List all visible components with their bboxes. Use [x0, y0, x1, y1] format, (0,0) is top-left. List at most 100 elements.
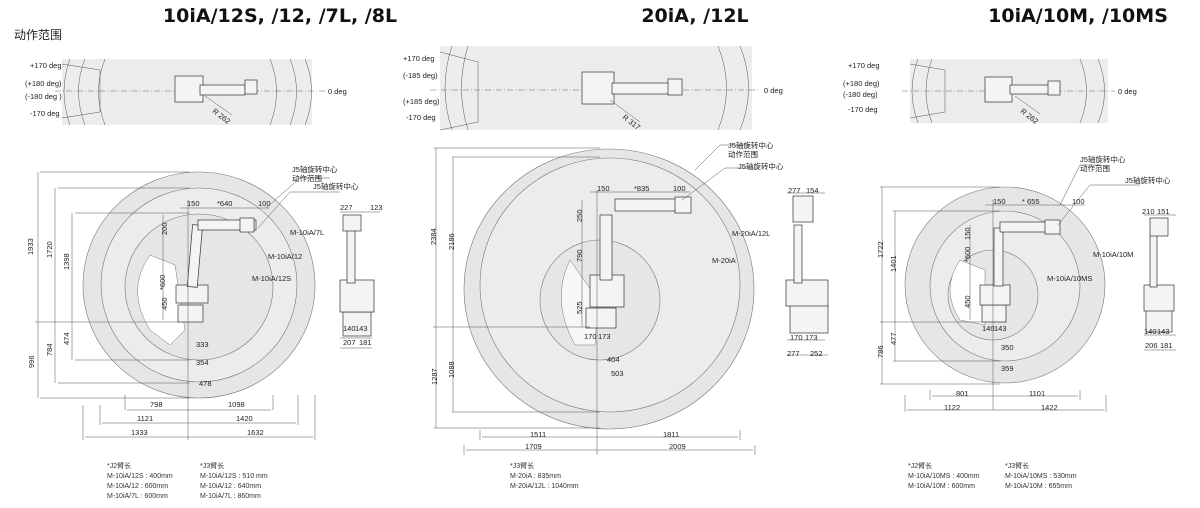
model-label: M-20iA: [712, 256, 736, 265]
angle-label: (-180 deg): [843, 90, 878, 99]
dimension-label: 798: [150, 400, 163, 409]
dimension-label: 1398: [62, 253, 71, 270]
dimension-label: 354: [196, 358, 209, 367]
callout-label: 动作范围: [1080, 163, 1110, 173]
dimension-label: 1709: [525, 442, 542, 451]
model-label: M-10iA/10MS: [1047, 274, 1092, 283]
robot-top-view-icon: [174, 75, 258, 103]
dimension-label: 252: [810, 349, 823, 358]
dimension-label: 140: [982, 324, 995, 333]
dimension-label: 2384: [429, 228, 438, 245]
model-label: M-10iA/12: [268, 252, 302, 261]
dimension-label: 150: [993, 197, 1006, 206]
side-view-1: [35, 171, 380, 440]
dimension-label: 1632: [247, 428, 264, 437]
dimension-label: 181: [359, 338, 372, 347]
dimension-label: 404: [607, 355, 620, 364]
side-view-3: [880, 164, 1176, 412]
note-row: M-10iA/12 : 640mm: [200, 483, 261, 490]
dimension-label: 277: [788, 186, 801, 195]
note-heading: *J2臂长: [908, 461, 932, 470]
dimension-label: 210: [1142, 207, 1155, 216]
zero-deg-label: 0 deg: [328, 87, 347, 96]
note-row: M-10iA/10MS : 530mm: [1005, 473, 1077, 480]
dimension-label: 181: [1160, 341, 1173, 350]
dimension-label: 1420: [236, 414, 253, 423]
dimension-label: 350: [1001, 343, 1014, 352]
dimension-label: 786: [876, 345, 885, 358]
angle-label: (+180 deg): [25, 79, 62, 88]
side-view-2: [433, 144, 829, 455]
dimension-label: 154: [806, 186, 819, 195]
callout-label: 动作范围: [292, 173, 322, 183]
model-label: M-10iA/12S: [252, 274, 291, 283]
robot-top-view-icon: [984, 76, 1061, 103]
dimension-label: 1722: [876, 241, 885, 258]
dimension-label: 207: [343, 338, 356, 347]
top-view-2: [430, 45, 760, 131]
angle-label: -170 deg: [30, 109, 60, 118]
dimension-label: 1422: [1041, 403, 1058, 412]
note-row: M-10iA/10M : 655mm: [1005, 483, 1072, 490]
dimension-label: 100: [258, 199, 271, 208]
note-row: M-10iA/7L : 600mm: [107, 493, 168, 500]
dimension-label: 474: [62, 332, 71, 345]
dimension-label: 143: [994, 324, 1007, 333]
dimension-label: 140: [343, 324, 356, 333]
note-row: M-20iA/12L : 1040mm: [510, 483, 579, 490]
note-heading: *J3臂长: [200, 461, 224, 470]
dimension-label: 450: [160, 297, 169, 310]
zero-deg-label: 0 deg: [764, 86, 783, 95]
dimension-label: 525: [575, 301, 584, 314]
dimension-label: *835: [634, 184, 649, 193]
dimension-label: 478: [199, 379, 212, 388]
dimension-label: * 655: [1022, 197, 1040, 206]
dimension-label: 1333: [131, 428, 148, 437]
callout-label: J5轴旋转中心: [728, 140, 774, 150]
angle-label: (-180 deg ): [25, 92, 62, 101]
dimension-label: 1101: [1029, 389, 1045, 398]
dimension-label: 477: [889, 332, 898, 345]
dimension-label: 100: [1072, 197, 1085, 206]
dimension-label: 123: [370, 203, 383, 212]
dimension-label: 801: [956, 389, 969, 398]
dimension-label: 1811: [663, 430, 679, 439]
dimension-label: 333: [196, 340, 209, 349]
dimension-label: 1511: [530, 430, 546, 439]
dimension-label: *640: [217, 199, 232, 208]
dimension-label: 2186: [447, 233, 456, 250]
dimension-label: 1088: [447, 361, 456, 378]
dimension-label: 143: [355, 324, 368, 333]
dimension-label: 1122: [944, 403, 960, 412]
dimension-label: 170: [584, 332, 597, 341]
dimension-label: *600: [158, 275, 167, 290]
dimension-label: 1720: [45, 241, 54, 258]
angle-label: +170 deg: [848, 61, 880, 70]
note-row: M-10iA/10MS : 400mm: [908, 473, 980, 480]
dimension-label: 200: [160, 222, 169, 235]
angle-label: -170 deg: [848, 105, 878, 114]
panel-title: 10iA/12S, /12, /7L, /8L: [163, 5, 397, 27]
zero-deg-label: 0 deg: [1118, 87, 1137, 96]
angle-label: +170 deg: [30, 61, 62, 70]
top-view-1: [55, 58, 325, 126]
angle-label: -170 deg: [406, 113, 436, 122]
top-view-3: [902, 58, 1115, 124]
dimension-label: 150: [963, 227, 972, 240]
dimension-label: 150: [187, 199, 200, 208]
callout-label: J5轴旋转中心: [292, 164, 338, 174]
model-label: M-10iA/7L: [290, 228, 324, 237]
dimension-label: 1098: [228, 400, 245, 409]
labels-layer: +170 deg (+180 deg) (-180 deg ) -170 deg 0 d…: [25, 54, 1173, 500]
dimension-label: 173: [805, 333, 818, 342]
dimension-label: 996: [27, 355, 36, 368]
note-row: M-10iA/12 : 600mm: [107, 483, 168, 490]
dimension-label: 1401: [889, 255, 898, 272]
dimension-label: 277: [787, 349, 800, 358]
dimension-label: 503: [611, 369, 624, 378]
dimension-label: 227: [340, 203, 353, 212]
angle-label: +170 deg: [403, 54, 435, 63]
model-label: M-10iA/10M: [1093, 250, 1133, 259]
callout-label: J5轴旋转中心: [738, 161, 784, 171]
